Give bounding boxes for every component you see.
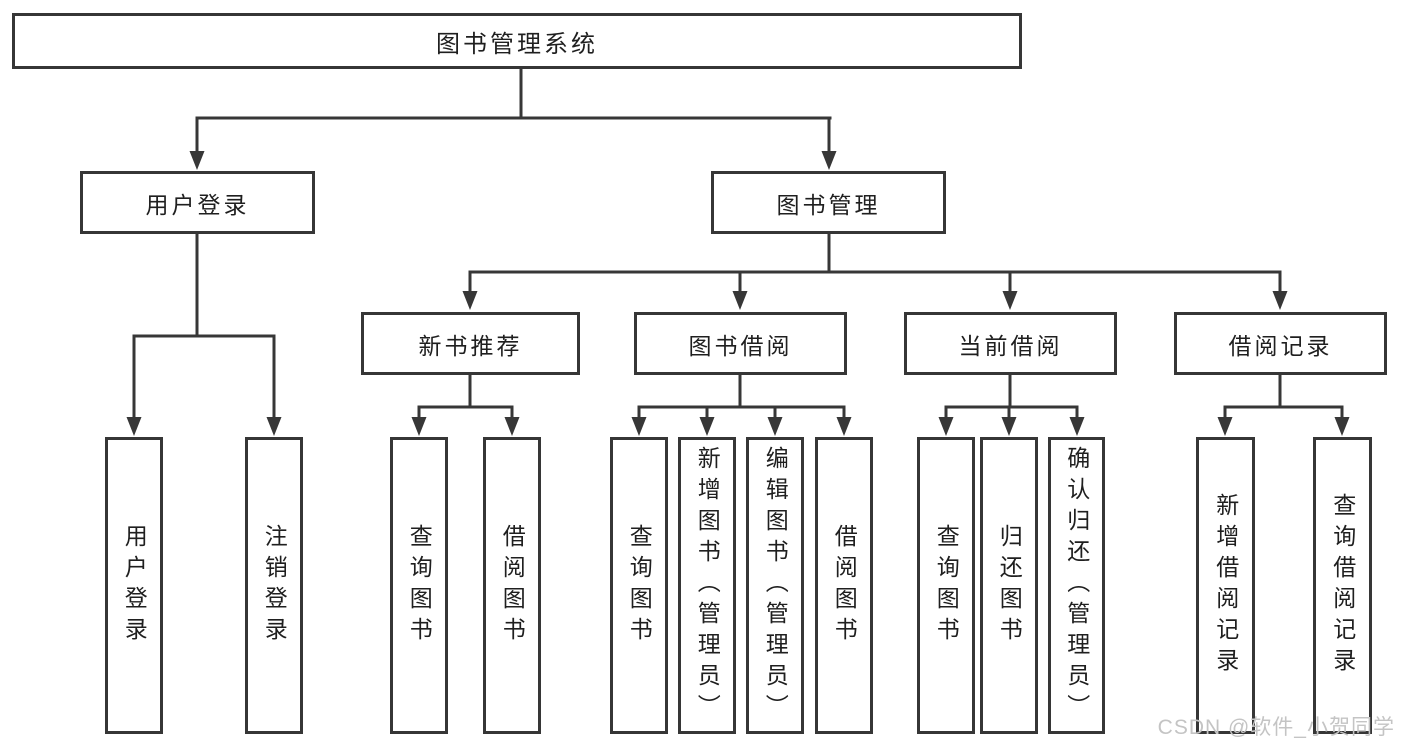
node-root-label: 图书管理系统 bbox=[436, 30, 598, 58]
leaf-bb-query-books-label: 查询图书 bbox=[626, 523, 653, 648]
node-book-borrow: 图书借阅 bbox=[634, 312, 847, 375]
node-current-borrow: 当前借阅 bbox=[904, 312, 1117, 375]
leaf-bb-add-books-admin: 新增图书（管理员） bbox=[678, 437, 736, 734]
leaf-logout-label: 注销登录 bbox=[261, 523, 288, 648]
node-new-book-recommend-label: 新书推荐 bbox=[418, 332, 523, 359]
node-borrow-records: 借阅记录 bbox=[1174, 312, 1387, 375]
leaf-nb-query-books: 查询图书 bbox=[390, 437, 448, 734]
node-user-login: 用户登录 bbox=[80, 171, 315, 234]
connector-wires bbox=[132, 69, 1344, 418]
leaf-user-login-label: 用户登录 bbox=[121, 523, 148, 648]
leaf-user-login: 用户登录 bbox=[105, 437, 163, 734]
leaf-logout: 注销登录 bbox=[245, 437, 303, 734]
node-book-borrow-label: 图书借阅 bbox=[688, 332, 793, 359]
node-book-management-label: 图书管理 bbox=[776, 191, 881, 218]
node-borrow-records-label: 借阅记录 bbox=[1228, 332, 1333, 359]
leaf-nb-borrow-books-label: 借阅图书 bbox=[499, 523, 526, 648]
leaf-cb-query-books-label: 查询图书 bbox=[933, 523, 960, 648]
leaf-bb-add-books-admin-label: 新增图书（管理员） bbox=[694, 446, 721, 725]
node-root: 图书管理系统 bbox=[12, 13, 1022, 69]
node-user-login-label: 用户登录 bbox=[145, 191, 250, 218]
node-book-management: 图书管理 bbox=[711, 171, 946, 234]
node-current-borrow-label: 当前借阅 bbox=[958, 332, 1063, 359]
leaf-br-query-record: 查询借阅记录 bbox=[1313, 437, 1372, 734]
node-new-book-recommend: 新书推荐 bbox=[361, 312, 580, 375]
leaf-br-add-record-label: 新增借阅记录 bbox=[1212, 492, 1239, 679]
leaf-cb-query-books: 查询图书 bbox=[917, 437, 975, 734]
leaf-bb-query-books: 查询图书 bbox=[610, 437, 668, 734]
leaf-cb-return-books: 归还图书 bbox=[980, 437, 1038, 734]
leaf-bb-borrow-books-label: 借阅图书 bbox=[831, 523, 858, 648]
leaf-bb-edit-books-admin-label: 编辑图书（管理员） bbox=[762, 446, 789, 725]
leaf-bb-borrow-books: 借阅图书 bbox=[815, 437, 873, 734]
leaf-nb-query-books-label: 查询图书 bbox=[406, 523, 433, 648]
leaf-cb-confirm-return-admin-label: 确认归还（管理员） bbox=[1063, 446, 1090, 725]
leaf-bb-edit-books-admin: 编辑图书（管理员） bbox=[746, 437, 804, 734]
leaf-nb-borrow-books: 借阅图书 bbox=[483, 437, 541, 734]
leaf-cb-confirm-return-admin: 确认归还（管理员） bbox=[1048, 437, 1105, 734]
leaf-br-query-record-label: 查询借阅记录 bbox=[1329, 492, 1356, 679]
arrowheads bbox=[126, 151, 1350, 436]
leaf-br-add-record: 新增借阅记录 bbox=[1196, 437, 1255, 734]
leaf-cb-return-books-label: 归还图书 bbox=[996, 523, 1023, 648]
